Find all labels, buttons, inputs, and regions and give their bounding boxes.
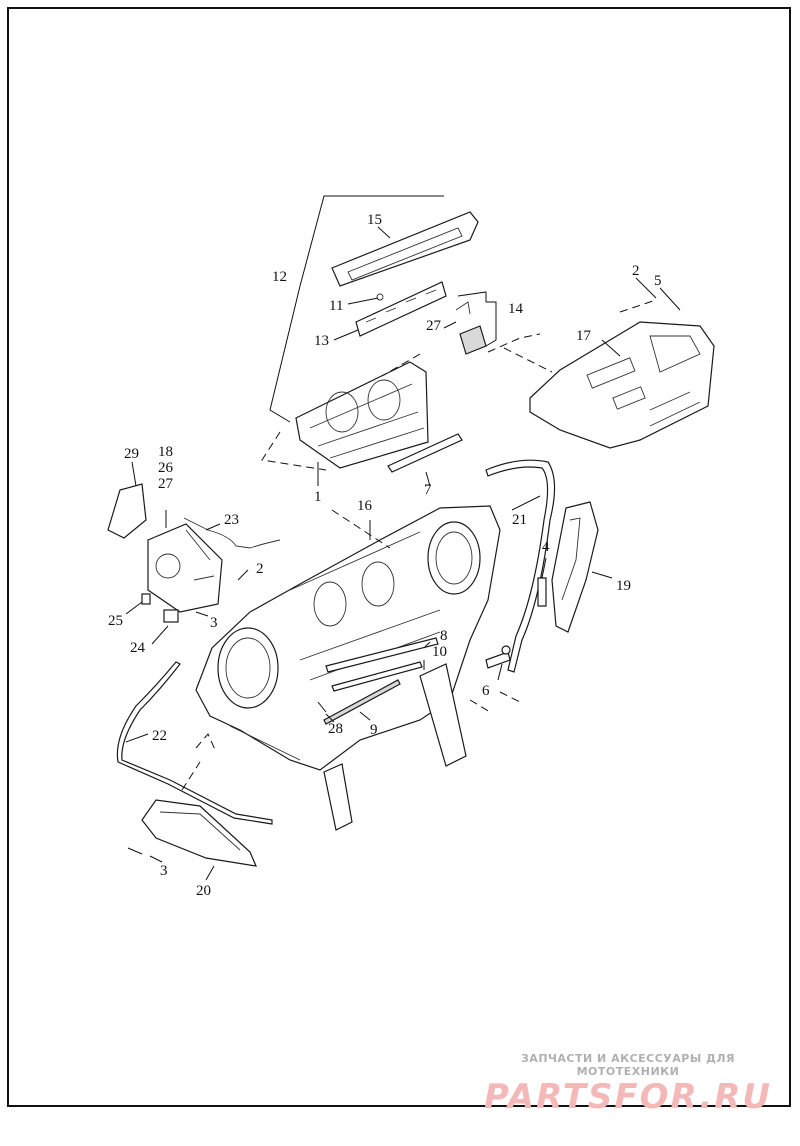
part-23-harness [183,517,281,549]
callouts: 15 12 11 14 27 13 2 5 17 1 7 29 18 26 27… [108,212,662,899]
callout-3a: 3 [210,615,218,631]
callout-4: 4 [542,539,550,555]
part-28-stud [317,701,327,713]
assembly-line-12 [261,431,391,549]
callout-16: 16 [357,498,373,514]
part-7-strip [387,433,463,473]
callout-9: 9 [370,722,378,738]
callout-11: 11 [329,298,343,314]
diagram-frame [7,7,791,1107]
part-22-trim [116,661,273,825]
callout-7: 7 [424,482,432,498]
part-16-main-fairing [195,505,501,771]
support-bracket-right [419,663,467,767]
callout-2a: 2 [632,263,640,279]
watermark-caption: ЗАПЧАСТИ И АКСЕССУАРЫ ДЛЯ МОТОТЕХНИКИ [520,1052,735,1078]
callout-13: 13 [314,333,329,349]
callout-21: 21 [512,512,527,528]
part-12-inner-housing [295,361,429,469]
callout-23: 23 [224,512,239,528]
callout-22: 22 [152,728,167,744]
part-15-top-cover [331,211,479,287]
part-17-lower-panel [529,321,715,449]
callout-20: 20 [196,883,211,899]
callout-10: 10 [432,644,447,660]
assembly-line-14 [381,333,541,377]
part-19-side-panel [551,501,599,633]
callout-12: 12 [272,269,287,285]
assembly-line-lower [469,691,521,713]
callout-28: 28 [328,721,343,737]
part-29-cover [107,483,147,539]
callout-29: 29 [124,446,139,462]
part-6-bolt [485,645,511,669]
callout-2b: 2 [256,561,264,577]
support-bracket-left [323,763,353,831]
part-21-trim [485,459,556,673]
callout-27a: 27 [426,318,442,334]
leader-lines [125,195,681,881]
callout-1: 1 [314,489,322,505]
callout-26: 26 [158,460,174,476]
callout-25: 25 [108,613,123,629]
assembly-line-20 [181,733,217,791]
callout-8: 8 [440,628,448,644]
part-24-fitting [163,609,179,623]
part-18-speaker-assembly [147,523,223,613]
part-27-switch-upper [455,301,487,355]
watermark: ЗАПЧАСТИ И АКСЕССУАРЫ ДЛЯ МОТОТЕХНИКИ PA… [478,1052,778,1116]
part-3-screw-lower [127,847,143,855]
part-4-screw [537,577,547,607]
callout-17: 17 [576,328,592,344]
callout-3b: 3 [160,863,168,879]
part-10-rod [331,661,423,692]
callout-24: 24 [130,640,146,656]
callout-19: 19 [616,578,631,594]
callout-27b: 27 [158,476,174,492]
callout-6: 6 [482,683,490,699]
part-8-rod [325,637,439,673]
callout-18: 18 [158,444,173,460]
part-9-rod [323,679,401,725]
callout-14: 14 [508,301,524,317]
assembly-line-17 [503,299,657,373]
callout-5: 5 [654,273,662,289]
part-13-bracket [355,281,447,337]
part-25-fitting [141,593,151,605]
watermark-logo: PARTSFOR.RU [483,1077,773,1117]
part-20-lower-shell [141,799,257,867]
callout-15: 15 [367,212,382,228]
